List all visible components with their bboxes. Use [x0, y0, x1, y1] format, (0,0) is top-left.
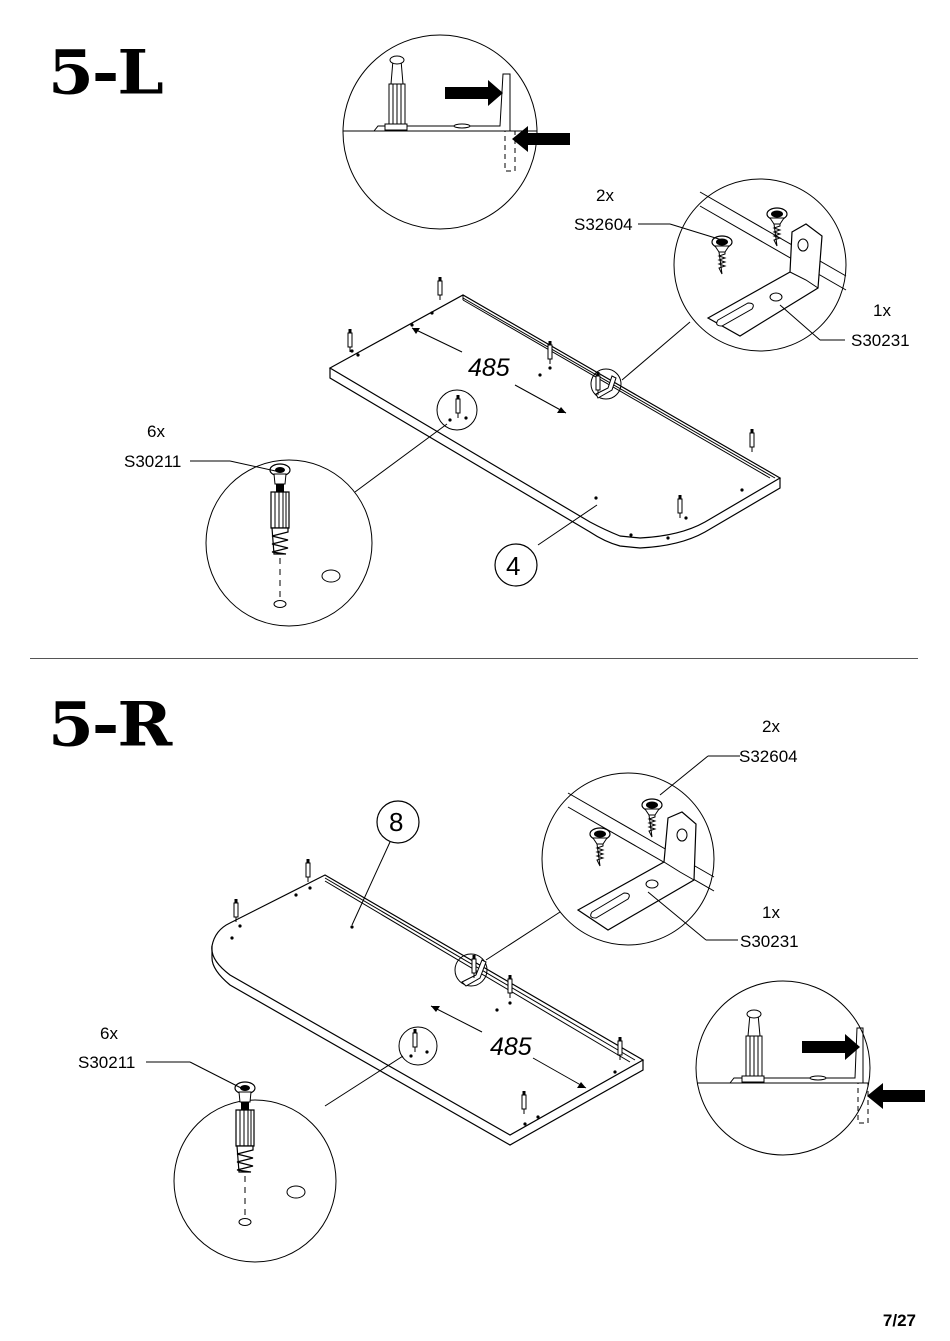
detail-circle-top-left — [343, 55, 570, 172]
bracket-code-right: S30231 — [740, 932, 799, 951]
step-right-illustration — [146, 755, 925, 1263]
part-number-left: 4 — [506, 551, 521, 581]
dowel-code-right: S30211 — [78, 1053, 136, 1072]
detail-circle-bracket-right — [567, 792, 715, 941]
detail-circle-dowel-left — [269, 463, 341, 609]
board-part-right — [211, 841, 645, 1146]
dimension-left: 485 — [468, 354, 510, 382]
section-divider — [30, 658, 918, 659]
board-part-left — [328, 276, 782, 549]
detail-circle-dowel-right — [234, 1081, 306, 1227]
screw-qty-left: 2x — [596, 186, 614, 205]
screw-code-right: S32604 — [739, 747, 798, 766]
bracket-qty-left: 1x — [873, 301, 891, 320]
screw-qty-right: 2x — [762, 717, 780, 736]
detail-circle-insertion-right — [697, 1009, 925, 1124]
part-number-right: 8 — [389, 807, 404, 837]
step-left-illustration — [190, 34, 847, 627]
page-number: 7/27 — [882, 1311, 916, 1330]
dimension-right: 485 — [490, 1033, 532, 1061]
step-title-right: 5-R — [48, 688, 172, 761]
dowel-qty-left: 6x — [147, 422, 165, 441]
screw-code-left: S32604 — [574, 215, 633, 234]
bracket-qty-right: 1x — [762, 903, 780, 922]
detail-circle-bracket-left — [699, 191, 847, 341]
step-title-left: 5-L — [48, 36, 164, 109]
dowel-code-left: S30211 — [124, 452, 182, 471]
dowel-qty-right: 6x — [100, 1024, 118, 1043]
bracket-code-left: S30231 — [851, 331, 910, 350]
